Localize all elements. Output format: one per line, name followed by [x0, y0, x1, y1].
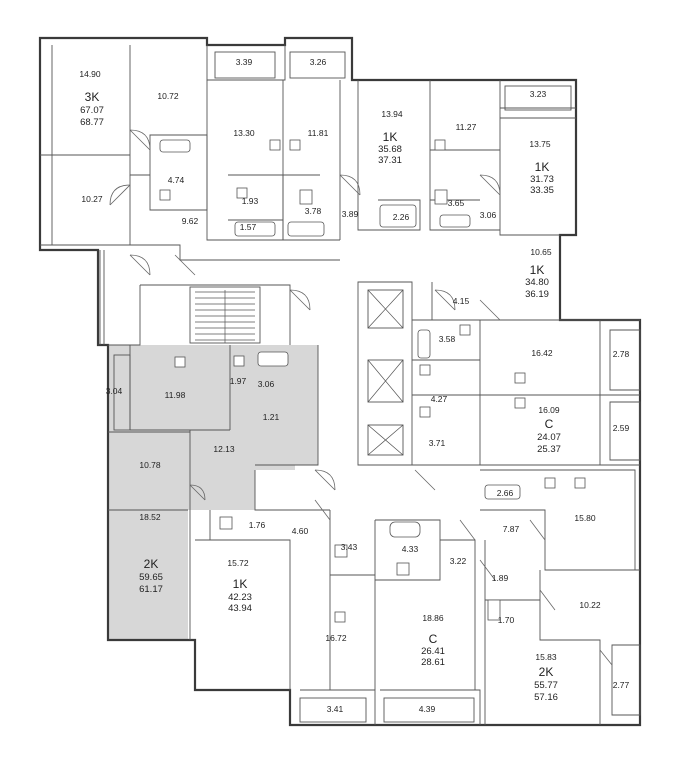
label-apt-1k-c-area: 34.80 [525, 277, 549, 288]
label-apt-c-a-total: 25.37 [537, 444, 561, 455]
label-apt-c-a-type: C [545, 417, 554, 431]
label-r-3-39: 3.39 [236, 57, 253, 67]
label-r-14-90: 14.90 [79, 69, 101, 79]
label-r-2-26: 2.26 [393, 212, 410, 222]
label-r-10-27: 10.27 [81, 194, 103, 204]
label-r-10-22: 10.22 [579, 600, 601, 610]
label-r-1-93: 1.93 [242, 196, 259, 206]
label-r-3-06-a: 3.06 [480, 210, 497, 220]
label-r-2-59: 2.59 [613, 423, 630, 433]
label-r-12-13: 12.13 [213, 444, 235, 454]
label-r-3-89: 3.89 [342, 209, 359, 219]
label-r-1-89: 1.89 [492, 573, 509, 583]
label-apt-1k-b-total: 33.35 [530, 185, 554, 196]
label-r-11-81: 11.81 [308, 128, 329, 138]
label-apt-1k-c-type: 1K [530, 263, 545, 277]
label-r-9-62: 9.62 [182, 216, 199, 226]
label-r-4-74: 4.74 [168, 175, 185, 185]
label-r-11-98: 11.98 [165, 390, 186, 400]
interior-walls [40, 45, 641, 725]
label-r-3-41: 3.41 [327, 704, 344, 714]
balconies [113, 51, 572, 723]
label-apt-1k-a-area: 35.68 [378, 144, 402, 155]
label-apt-2k-a-area: 59.65 [139, 572, 163, 583]
label-r-13-30: 13.30 [233, 128, 255, 138]
label-r-3-23: 3.23 [530, 89, 547, 99]
label-r-4-27: 4.27 [431, 394, 448, 404]
label-apt-1k-b-type: 1K [535, 160, 550, 174]
label-r-15-83: 15.83 [535, 652, 557, 662]
label-apt-2k-b-total: 57.16 [534, 692, 558, 703]
label-apt-1k-b-area: 31.73 [530, 174, 554, 185]
label-r-10-72: 10.72 [157, 91, 179, 101]
label-r-4-33: 4.33 [402, 544, 419, 554]
label-r-7-87: 7.87 [503, 524, 520, 534]
label-r-2-77: 2.77 [613, 680, 630, 690]
label-r-4-15: 4.15 [453, 296, 470, 306]
label-r-1-97: 1.97 [230, 376, 247, 386]
label-r-3-43: 3.43 [341, 542, 358, 552]
label-r-10-65: 10.65 [530, 247, 552, 257]
label-r-2-66: 2.66 [497, 488, 514, 498]
label-r-1-76: 1.76 [249, 520, 266, 530]
label-apt-c-b-type: C [429, 632, 438, 646]
label-r-1-21: 1.21 [263, 412, 280, 422]
label-r-3-06-b: 3.06 [258, 379, 275, 389]
label-apt-3k-area: 67.07 [80, 105, 104, 116]
label-apt-2k-b-type: 2K [539, 665, 554, 679]
label-r-18-86: 18.86 [422, 613, 444, 623]
label-apt-3k-type: 3K [85, 90, 100, 104]
label-r-13-75: 13.75 [529, 139, 551, 149]
label-r-1-70: 1.70 [498, 615, 515, 625]
label-apt-c-b-total: 28.61 [421, 657, 445, 668]
label-r-3-04: 3.04 [106, 386, 123, 396]
bathroom-fixtures [159, 139, 586, 623]
stairwell [189, 286, 261, 344]
label-r-13-94: 13.94 [381, 109, 403, 119]
door-swings [109, 129, 613, 666]
label-r-16-09: 16.09 [538, 405, 560, 415]
label-apt-1k-d-area: 42.23 [228, 592, 252, 603]
label-r-1-57: 1.57 [240, 222, 257, 232]
label-apt-1k-a-type: 1K [383, 130, 398, 144]
label-apt-1k-a-total: 37.31 [378, 155, 402, 166]
label-r-16-72: 16.72 [325, 633, 347, 643]
label-r-11-27: 11.27 [456, 122, 477, 132]
label-apt-2k-b-area: 55.77 [534, 680, 558, 691]
elevators [367, 289, 404, 456]
label-r-2-78: 2.78 [613, 349, 630, 359]
label-apt-2k-a-type: 2K [144, 557, 159, 571]
label-apt-1k-d-type: 1K [233, 577, 248, 591]
label-apt-1k-c-total: 36.19 [525, 289, 549, 300]
label-r-18-52: 18.52 [139, 512, 161, 522]
label-apt-c-a-area: 24.07 [537, 432, 561, 443]
label-r-3-58: 3.58 [439, 334, 456, 344]
label-apt-1k-d-total: 43.94 [228, 603, 252, 614]
label-apt-2k-a-total: 61.17 [139, 584, 163, 595]
label-r-3-78: 3.78 [305, 206, 322, 216]
highlighted-apartment-2k[interactable] [108, 345, 318, 640]
label-apt-c-b-area: 26.41 [421, 646, 445, 657]
label-r-3-22: 3.22 [450, 556, 467, 566]
label-r-15-72: 15.72 [227, 558, 249, 568]
label-r-3-71: 3.71 [429, 438, 446, 448]
label-r-4-39: 4.39 [419, 704, 436, 714]
label-r-3-65: 3.65 [448, 198, 465, 208]
label-r-16-42: 16.42 [531, 348, 553, 358]
label-r-3-26: 3.26 [310, 57, 327, 67]
label-r-4-60: 4.60 [292, 526, 309, 536]
label-apt-3k-total: 68.77 [80, 117, 104, 128]
label-r-10-78: 10.78 [139, 460, 161, 470]
label-r-15-80: 15.80 [574, 513, 596, 523]
